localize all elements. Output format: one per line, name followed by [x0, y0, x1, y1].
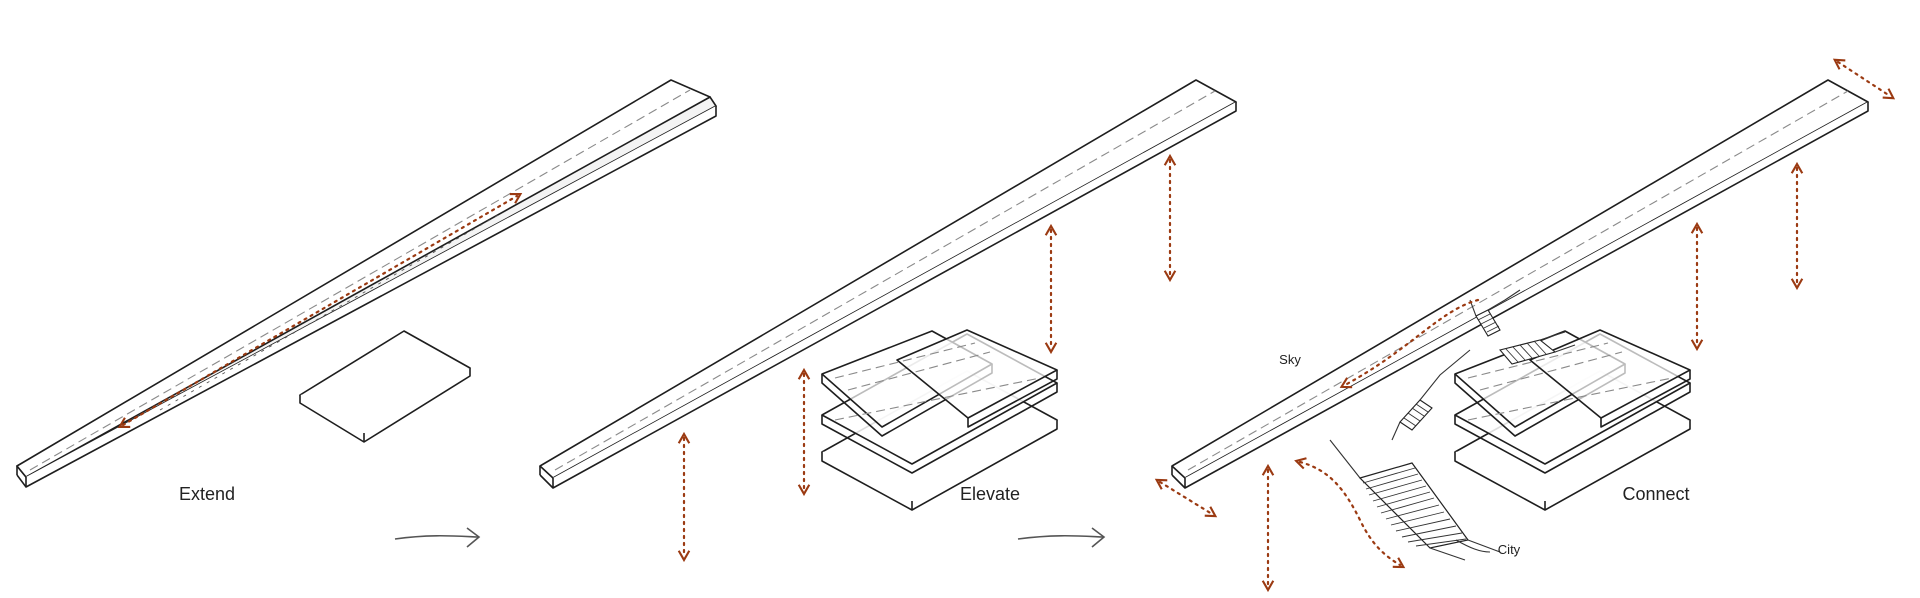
annotation-city: City — [1498, 542, 1521, 557]
connector-ramp-upper — [1469, 289, 1521, 337]
connector-ramp-bridge — [1499, 331, 1576, 365]
connect-arrow-5 — [1832, 58, 1896, 100]
right-arrow-icon — [1017, 527, 1106, 548]
panel-elevate: Elevate — [539, 79, 1237, 563]
panel-extend: Extend — [16, 79, 717, 504]
extend-arrow — [117, 192, 523, 429]
right-arrow-icon — [394, 527, 481, 548]
sky-flow-arrow — [1339, 298, 1480, 389]
city-flow-arrow — [1294, 457, 1406, 569]
step-label-elevate: Elevate — [960, 484, 1020, 504]
stacked-slabs — [821, 329, 1058, 511]
small-slab — [299, 330, 471, 443]
connector-ramp-lower — [1391, 349, 1471, 441]
stacked-slabs-connected — [1454, 329, 1691, 511]
step-label-extend: Extend — [179, 484, 235, 504]
step-label-connect: Connect — [1622, 484, 1689, 504]
panel-connect: Sky City Connect — [1154, 58, 1896, 593]
annotation-sky: Sky — [1279, 352, 1301, 367]
long-slab-elevated — [539, 79, 1237, 489]
connect-arrow-4 — [1154, 478, 1218, 518]
